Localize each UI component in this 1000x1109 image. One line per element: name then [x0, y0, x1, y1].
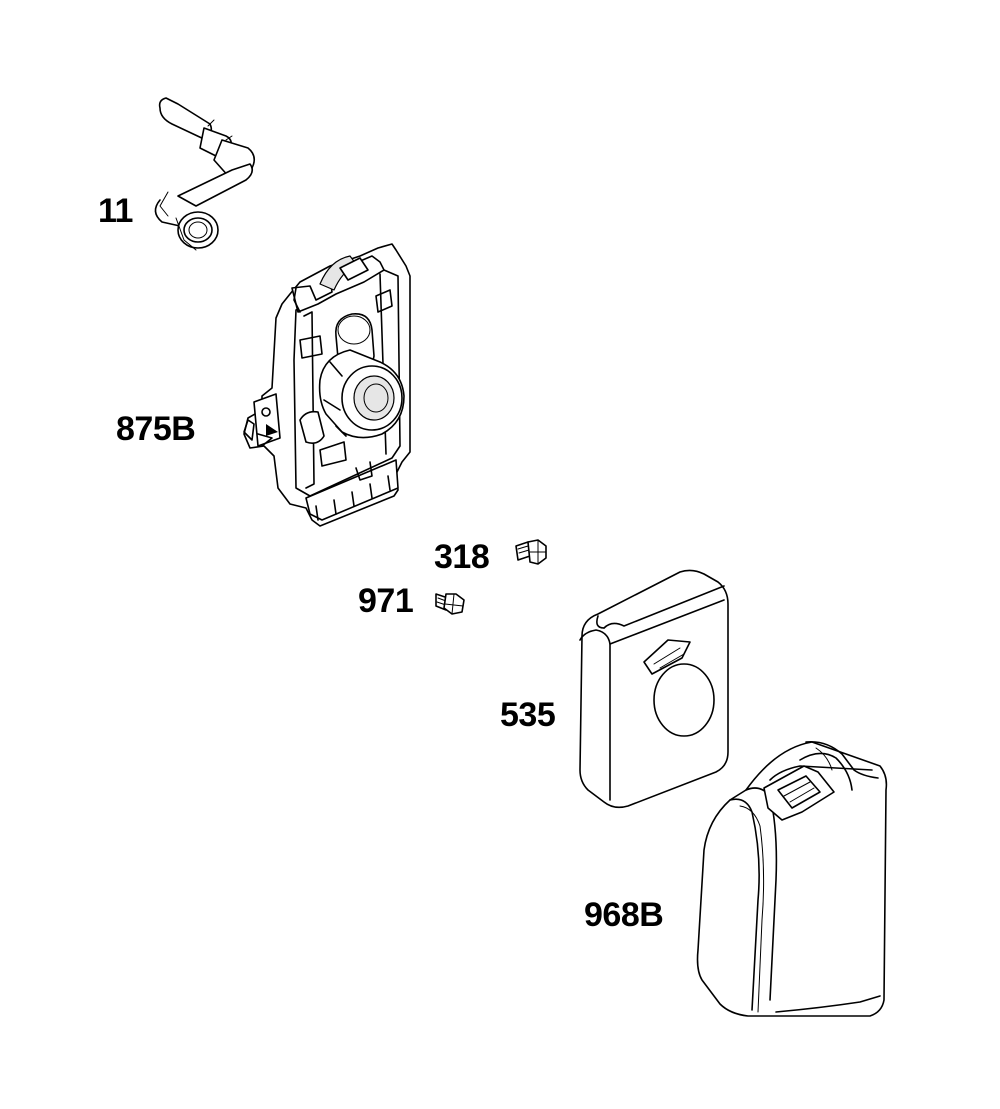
air-filter-cover [696, 740, 888, 1017]
screw-318 [515, 539, 547, 565]
part-label-11: 11 [98, 192, 133, 230]
part-label-971: 971 [358, 582, 414, 620]
part-label-318: 318 [434, 538, 490, 576]
part-label-968b: 968B [584, 896, 664, 934]
air-filter-base [243, 243, 411, 527]
air-filter-cartridge [579, 569, 729, 809]
part-label-875b: 875B [116, 410, 196, 448]
breather-tube [154, 97, 256, 251]
screw-971 [435, 593, 465, 615]
part-label-535: 535 [500, 696, 556, 734]
